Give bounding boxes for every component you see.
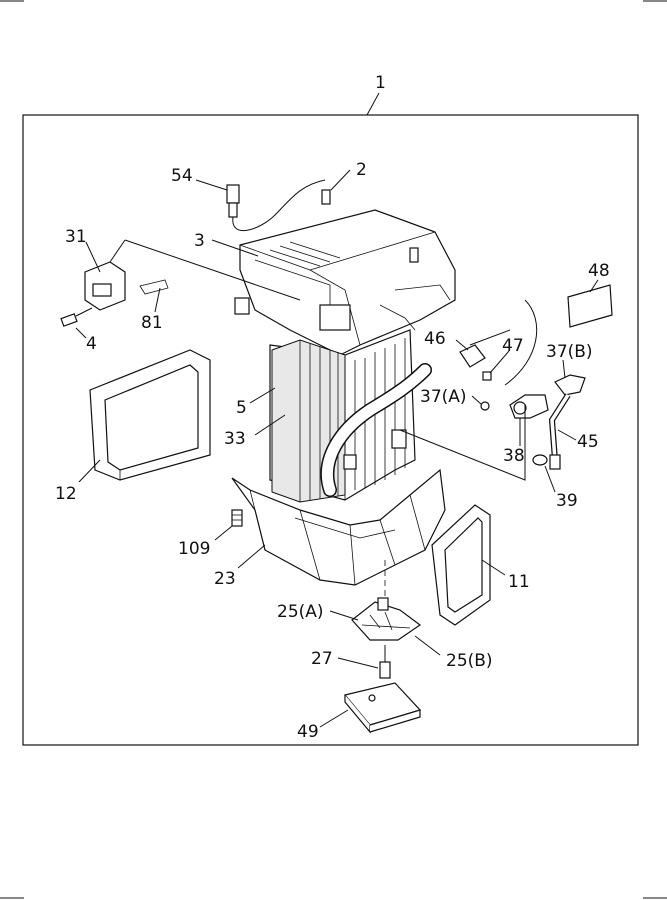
- pad-49: [343, 682, 422, 734]
- expansion-valve-group: [399, 299, 586, 481]
- label-27: 27: [311, 649, 333, 669]
- resistor-31: [84, 239, 301, 311]
- callout-labels: 54 2 31 3 48 81 4 46 47 37(B) 37(A) 5 33…: [55, 160, 610, 742]
- label-39: 39: [556, 491, 578, 511]
- bolt-27: [379, 645, 391, 679]
- label-45: 45: [577, 432, 599, 452]
- label-12: 12: [55, 484, 77, 504]
- seal-12: [89, 349, 211, 481]
- label-25b: 25(B): [446, 651, 493, 671]
- screw-4: [60, 307, 93, 327]
- label-46: 46: [424, 329, 446, 349]
- label-31: 31: [65, 227, 87, 247]
- assembly-frame: [22, 114, 639, 746]
- heater-case: [234, 209, 456, 356]
- label-81: 81: [141, 313, 163, 333]
- assembly-label: 1: [375, 73, 386, 93]
- thermistor-54: [226, 179, 331, 232]
- label-5: 5: [236, 398, 247, 418]
- screw-109: [231, 509, 243, 527]
- heater-pipe: [320, 363, 432, 497]
- leader-lines: [75, 169, 599, 728]
- label-37b: 37(B): [546, 342, 593, 362]
- drain-hose-25: [351, 597, 422, 641]
- label-49: 49: [297, 722, 319, 742]
- label-25a: 25(A): [277, 602, 324, 622]
- label-23: 23: [214, 569, 236, 589]
- label-11: 11: [508, 572, 530, 592]
- label-54: 54: [171, 166, 193, 186]
- label-37a: 37(A): [420, 387, 467, 407]
- label-47: 47: [502, 336, 524, 356]
- label-48: 48: [588, 261, 610, 281]
- seal-11: [431, 504, 491, 626]
- filter-48: [567, 284, 613, 328]
- label-38: 38: [503, 446, 525, 466]
- clip-81: [139, 279, 169, 295]
- label-33: 33: [224, 429, 246, 449]
- label-109: 109: [178, 539, 210, 559]
- drain-pan: [231, 468, 446, 586]
- label-3: 3: [194, 231, 205, 251]
- label-4: 4: [86, 334, 97, 354]
- label-2: 2: [356, 160, 367, 180]
